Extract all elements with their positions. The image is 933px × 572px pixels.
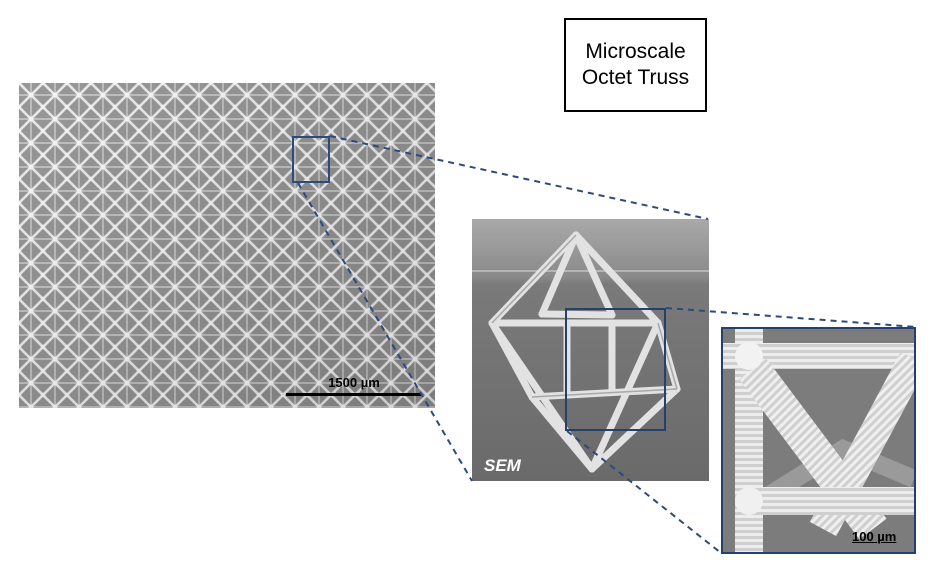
zoom-struts-graphic xyxy=(723,329,914,552)
zoom-image xyxy=(721,327,916,554)
zoom-scale-bar-label: 100 µm xyxy=(852,529,897,544)
inset-box-sem xyxy=(565,308,666,431)
title-line-1: Microscale xyxy=(585,40,686,63)
inset-box-lattice xyxy=(292,136,330,183)
sem-label: SEM xyxy=(484,456,521,475)
title-line-2: Octet Truss xyxy=(581,66,690,89)
title-box: Microscale Octet Truss xyxy=(564,18,707,112)
lattice-scale-bar-label: 1500 µm xyxy=(328,375,380,390)
lattice-image xyxy=(19,83,435,408)
sem-image xyxy=(472,219,709,481)
lattice-scale-bar xyxy=(286,393,422,396)
lattice-graphic xyxy=(19,83,435,408)
